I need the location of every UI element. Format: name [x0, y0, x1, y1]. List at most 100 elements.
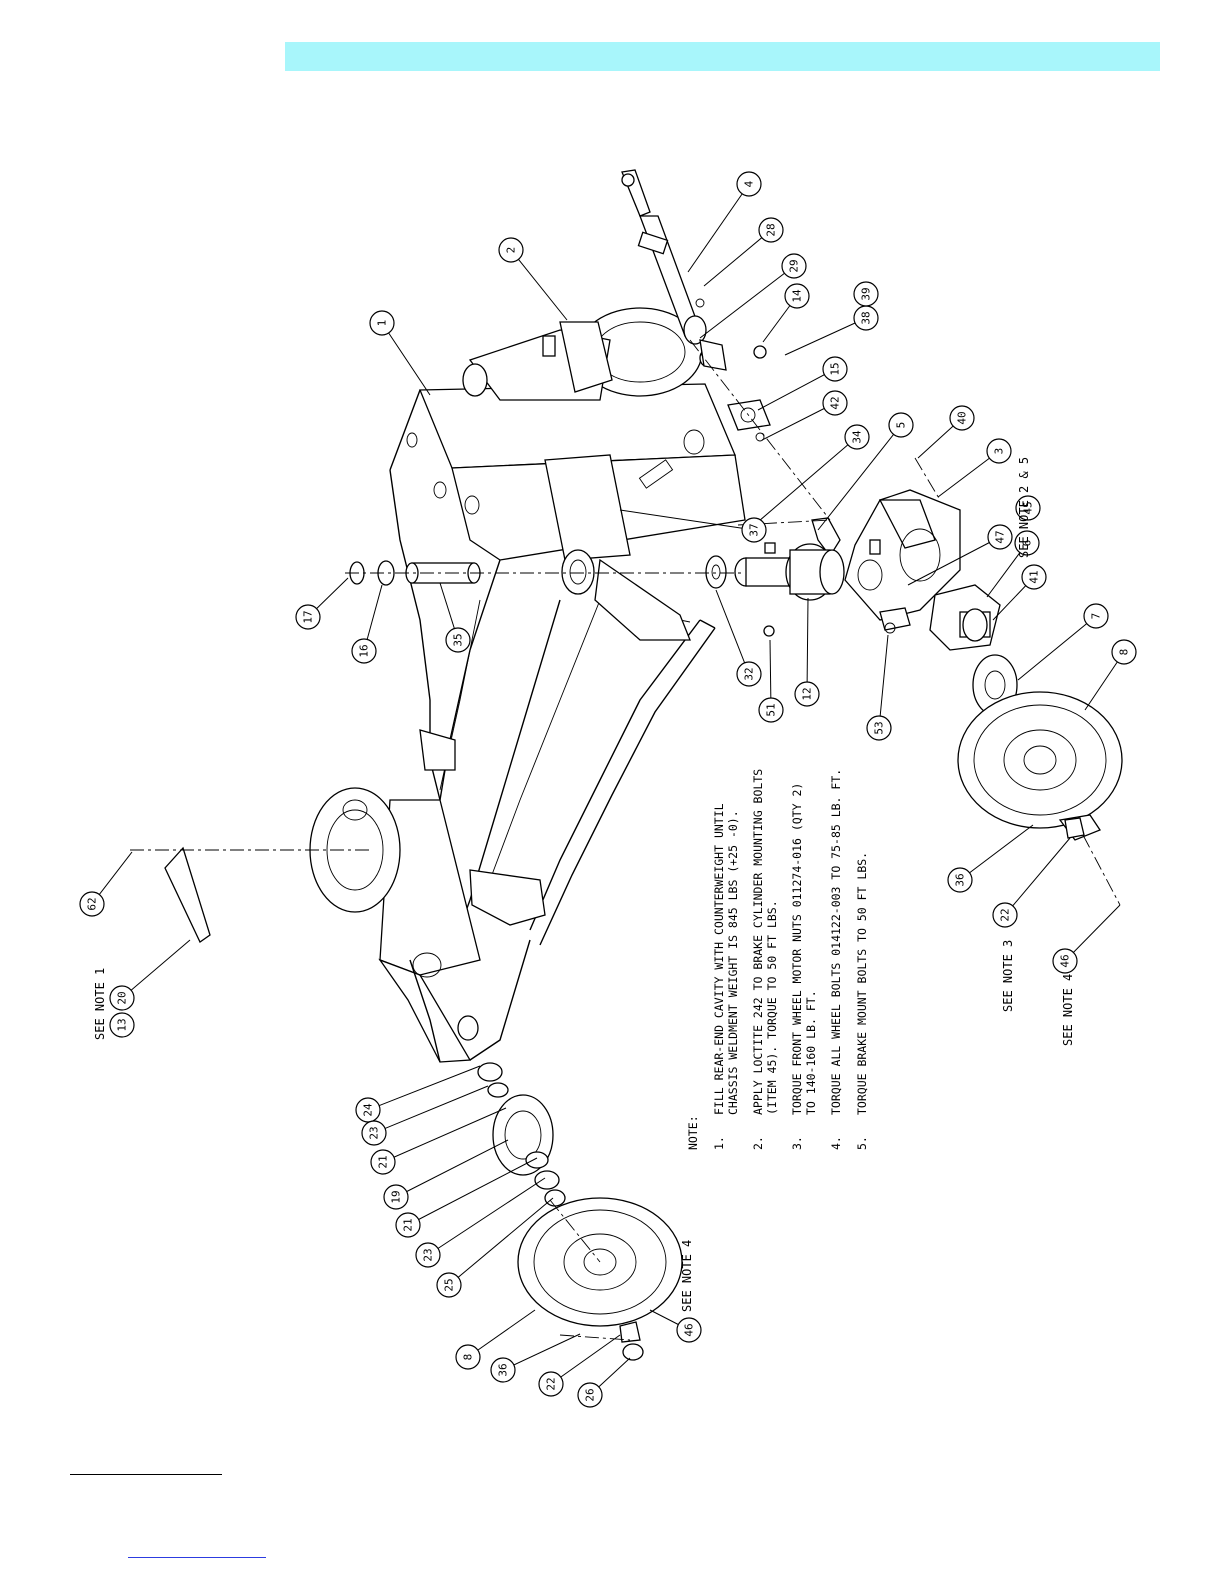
balloon-callout: 38 [784, 305, 879, 356]
balloon-label: 28 [765, 223, 778, 236]
balloon-callout: 19 [383, 1139, 509, 1210]
balloon-label: 42 [829, 396, 842, 409]
balloon-callout: 39 [853, 281, 879, 307]
balloon-circle [351, 638, 377, 664]
balloon-label: 22 [545, 1377, 558, 1390]
header-band [285, 42, 1160, 71]
balloon-circle [781, 253, 807, 279]
brake-bracket [844, 489, 961, 621]
see-note-4-right: SEE NOTE 4 [1061, 974, 1075, 1046]
leader-line [959, 824, 1034, 881]
balloon-callout: 46 [649, 1309, 702, 1343]
balloon-callout: 32 [715, 589, 762, 687]
balloon-label: 12 [801, 687, 814, 700]
balloon-callout: 5 [817, 412, 914, 531]
lug-nut-right [1064, 817, 1085, 839]
note-5-num: 5. [855, 1136, 869, 1150]
balloon-circle [784, 283, 810, 309]
leader-line [550, 1334, 621, 1385]
see-note-labels: SEE NOTE 2 & 5 SEE NOTE 3 SEE NOTE 4 SEE… [93, 457, 1075, 1312]
balloon-circle [490, 1357, 516, 1383]
balloon-callout: 29 [699, 253, 807, 339]
balloon-circle [992, 902, 1018, 928]
balloon-callout: 1 [369, 310, 431, 396]
balloon-label: 4 [743, 180, 756, 187]
drive-rod-assembly [621, 169, 767, 371]
balloon-callout: 12 [794, 597, 820, 707]
balloon-label: 16 [358, 644, 371, 657]
leader-line [907, 536, 1001, 586]
note-4-line-1: TORQUE ALL WHEEL BOLTS 014122-003 TO 75-… [829, 769, 843, 1115]
note-4-num: 4. [829, 1136, 843, 1150]
balloon-circle [370, 1149, 396, 1175]
balloon-circle [822, 390, 848, 416]
balloon-circle [736, 661, 762, 687]
note-2-num: 2. [751, 1136, 765, 1150]
note-2-line-1: APPLY LOCTITE 242 TO BRAKE CYLINDER MOUN… [751, 769, 765, 1115]
note-3-num: 3. [790, 1136, 804, 1150]
balloon-callout: 36 [947, 824, 1034, 893]
see-note-4-left: SEE NOTE 4 [680, 1240, 694, 1312]
leader-line [878, 634, 889, 729]
balloon-callout: 35 [439, 582, 471, 653]
balloon-callout: 46 [1052, 904, 1121, 974]
balloon-label: 8 [1118, 649, 1131, 656]
see-note-1: SEE NOTE 1 [93, 968, 107, 1040]
footer-rule [70, 1474, 222, 1475]
balloon-circle [415, 1242, 441, 1268]
balloon-label: 21 [402, 1218, 415, 1231]
balloon-callout: 45 [1015, 495, 1041, 521]
balloon-circle [1014, 530, 1040, 556]
balloon-circle [741, 517, 767, 543]
balloon-callout: 13 [109, 1012, 135, 1038]
balloon-label: 62 [86, 897, 99, 910]
balloon-circle [758, 217, 784, 243]
leader-line [1004, 837, 1071, 916]
balloon-callout: 21 [370, 1107, 507, 1175]
balloon-circle [676, 1317, 702, 1343]
leader-line [817, 424, 902, 531]
balloon-label: 51 [765, 703, 778, 716]
balloon-circle [1021, 564, 1047, 590]
balloon-label: 19 [390, 1190, 403, 1203]
leader-line [502, 1333, 581, 1371]
leader-line [381, 322, 431, 396]
balloon-label: 36 [954, 873, 967, 886]
note-2-line-2: (ITEM 45). TORQUE TO 50 FT LBS. [765, 900, 779, 1115]
balloon-circle [361, 1120, 387, 1146]
balloon-circle [986, 438, 1012, 464]
balloon-callout: 4 [687, 171, 762, 273]
balloon-label: 37 [748, 523, 761, 536]
balloon-label: 1 [376, 320, 389, 327]
balloon-label: 38 [860, 311, 873, 324]
balloon-circle [295, 604, 321, 630]
balloon-callout: 53 [866, 634, 892, 741]
balloon-circle [949, 405, 975, 431]
balloon-callout: 42 [761, 390, 848, 441]
balloon-label: 26 [584, 1388, 597, 1401]
leader-line [699, 265, 795, 339]
balloon-circle [947, 867, 973, 893]
balloon-label: 46 [683, 1323, 696, 1336]
balloon-label: 32 [743, 667, 756, 680]
balloon-label: 47 [994, 530, 1007, 543]
balloon-circle [79, 891, 105, 917]
leader-line [367, 1065, 481, 1111]
balloon-circle [436, 1272, 462, 1298]
leader-line [373, 1085, 489, 1134]
balloon-callout: 51 [758, 639, 784, 723]
note-3-line-1: TORQUE FRONT WHEEL MOTOR NUTS 011274-016… [790, 783, 804, 1115]
balloon-label: 24 [362, 1103, 375, 1117]
notes-heading: NOTE: [686, 1115, 700, 1150]
balloon-label: 29 [788, 259, 801, 272]
hub-cap [622, 1343, 644, 1361]
leader-line [467, 1309, 536, 1358]
balloon-label: 36 [497, 1363, 510, 1376]
balloon-callout: 8 [1084, 639, 1137, 711]
wheel-motor [879, 584, 1001, 651]
balloon-circle [369, 310, 395, 336]
balloon-circle [455, 1344, 481, 1370]
balloon-callout: 22 [992, 837, 1071, 928]
leader-line [715, 589, 750, 675]
